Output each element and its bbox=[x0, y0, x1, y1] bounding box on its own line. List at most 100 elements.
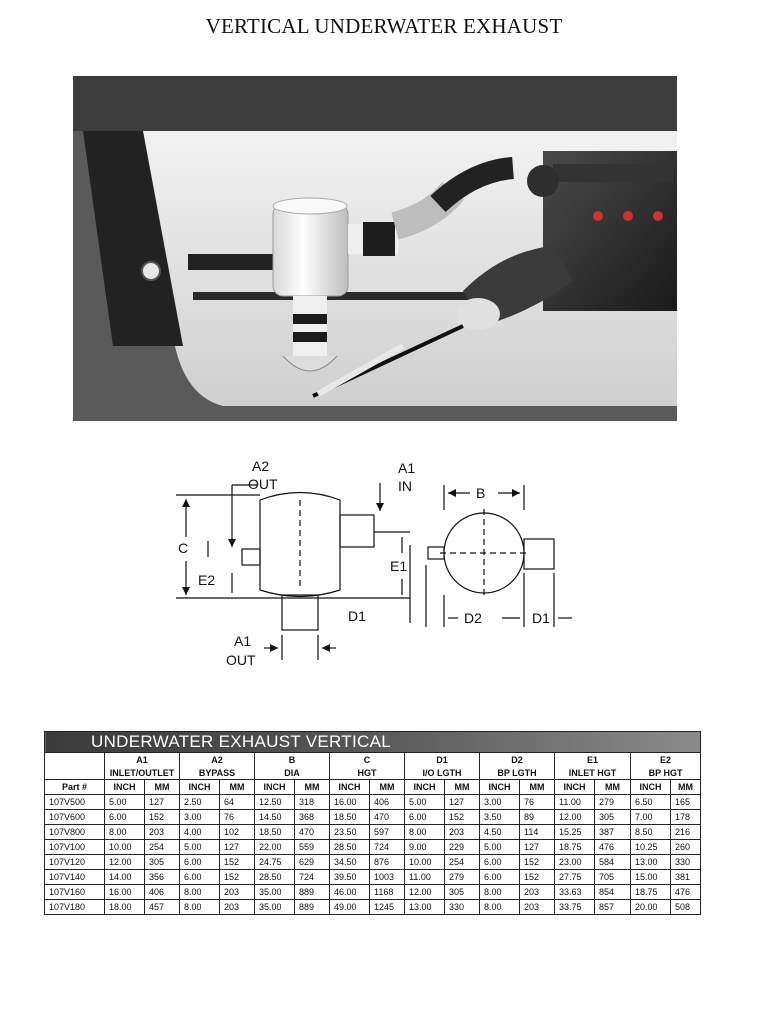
table-cell: 10.00 bbox=[104, 839, 145, 855]
group-header-cell: E2 bbox=[629, 752, 702, 766]
part-number-cell: 107V100 bbox=[44, 839, 105, 855]
table-cell: 8.00 bbox=[179, 899, 220, 915]
unit-cell: MM bbox=[219, 779, 255, 795]
table-cell: 18.00 bbox=[104, 899, 145, 915]
dimension-diagram: A2 OUT A1 IN C E2 E1 D1 A1 OUT B D2 D1 bbox=[176, 458, 572, 668]
table-cell: 14.00 bbox=[104, 869, 145, 885]
unit-cell: INCH bbox=[479, 779, 520, 795]
unit-cell: Part # bbox=[44, 779, 105, 795]
table-cell: 203 bbox=[519, 899, 555, 915]
table-cell: 13.00 bbox=[404, 899, 445, 915]
table-cell: 18.50 bbox=[254, 824, 295, 840]
table-cell: 5.00 bbox=[404, 794, 445, 810]
part-number-cell: 107V180 bbox=[44, 899, 105, 915]
table-cell: 1168 bbox=[369, 884, 405, 900]
table-cell: 33.75 bbox=[554, 899, 595, 915]
table-cell: 889 bbox=[294, 884, 330, 900]
subtitle-cell: BYPASS bbox=[179, 766, 255, 780]
table-cell: 152 bbox=[519, 854, 555, 870]
table-cell: 12.50 bbox=[254, 794, 295, 810]
table-cell: 64 bbox=[219, 794, 255, 810]
table-cell: 279 bbox=[444, 869, 480, 885]
table-cell: 152 bbox=[519, 869, 555, 885]
table-cell: 165 bbox=[669, 794, 702, 810]
unit-cell: MM bbox=[369, 779, 405, 795]
table-cell: 229 bbox=[444, 839, 480, 855]
table-cell: 8.00 bbox=[479, 884, 520, 900]
table-cell: 584 bbox=[594, 854, 631, 870]
subtitle-cell: I/O LGTH bbox=[404, 766, 480, 780]
table-cell: 476 bbox=[594, 839, 631, 855]
table-cell: 46.00 bbox=[329, 884, 370, 900]
table-cell: 15.00 bbox=[630, 869, 671, 885]
unit-cell: MM bbox=[294, 779, 330, 795]
table-cell: 39.50 bbox=[329, 869, 370, 885]
subtitle-cell bbox=[44, 766, 105, 780]
label-b: B bbox=[476, 485, 485, 501]
table-cell: 470 bbox=[369, 809, 405, 825]
label-d1-left: D1 bbox=[348, 608, 366, 624]
table-cell: 889 bbox=[294, 899, 330, 915]
group-header-cell: A1 bbox=[104, 752, 180, 766]
table-cell: 12.00 bbox=[404, 884, 445, 900]
table-cell: 13.00 bbox=[630, 854, 671, 870]
table-cell: 1245 bbox=[369, 899, 405, 915]
unit-cell: MM bbox=[594, 779, 631, 795]
table-cell: 5.00 bbox=[479, 839, 520, 855]
table-cell: 6.00 bbox=[104, 809, 145, 825]
page-title: VERTICAL UNDERWATER EXHAUST bbox=[205, 14, 563, 38]
label-a1-out-sub: OUT bbox=[226, 652, 256, 668]
table-cell: 89 bbox=[519, 809, 555, 825]
unit-cell: INCH bbox=[630, 779, 671, 795]
table-cell: 368 bbox=[294, 809, 330, 825]
table-cell: 8.00 bbox=[104, 824, 145, 840]
label-a1-in: A1 bbox=[398, 460, 415, 476]
label-e2: E2 bbox=[198, 572, 215, 588]
part-number-cell: 107V120 bbox=[44, 854, 105, 870]
label-e1: E1 bbox=[390, 558, 407, 574]
table-cell: 152 bbox=[219, 854, 255, 870]
table-cell: 20.00 bbox=[630, 899, 671, 915]
table-cell: 8.00 bbox=[404, 824, 445, 840]
group-header-cell: E1 bbox=[554, 752, 631, 766]
table-cell: 4.50 bbox=[479, 824, 520, 840]
part-number-cell: 107V160 bbox=[44, 884, 105, 900]
table-cell: 559 bbox=[294, 839, 330, 855]
table-cell: 27.75 bbox=[554, 869, 595, 885]
table-cell: 6.50 bbox=[630, 794, 671, 810]
table-cell: 4.00 bbox=[179, 824, 220, 840]
table-cell: 127 bbox=[444, 794, 480, 810]
table-cell: 705 bbox=[594, 869, 631, 885]
table-cell: 23.50 bbox=[329, 824, 370, 840]
table-cell: 28.50 bbox=[254, 869, 295, 885]
part-number-cell: 107V500 bbox=[44, 794, 105, 810]
table-cell: 11.00 bbox=[404, 869, 445, 885]
table-cell: 76 bbox=[219, 809, 255, 825]
unit-cell: MM bbox=[669, 779, 702, 795]
label-d1-right: D1 bbox=[532, 610, 550, 626]
table-cell: 12.00 bbox=[104, 854, 145, 870]
table-cell: 127 bbox=[144, 794, 180, 810]
table-cell: 476 bbox=[669, 884, 702, 900]
table-cell: 15.25 bbox=[554, 824, 595, 840]
label-a1-in-sub: IN bbox=[398, 478, 412, 494]
table-cell: 203 bbox=[219, 899, 255, 915]
label-c: C bbox=[178, 540, 188, 556]
group-header-cell: B bbox=[254, 752, 330, 766]
table-cell: 6.00 bbox=[404, 809, 445, 825]
subtitle-cell: BP LGTH bbox=[479, 766, 555, 780]
table-cell: 7.00 bbox=[630, 809, 671, 825]
table-cell: 6.00 bbox=[479, 869, 520, 885]
table-cell: 8.50 bbox=[630, 824, 671, 840]
table-cell: 18.50 bbox=[329, 809, 370, 825]
table-cell: 14.50 bbox=[254, 809, 295, 825]
table-cell: 216 bbox=[669, 824, 702, 840]
table-cell: 876 bbox=[369, 854, 405, 870]
unit-cell: INCH bbox=[254, 779, 295, 795]
table-cell: 6.00 bbox=[179, 869, 220, 885]
table-cell: 5.00 bbox=[104, 794, 145, 810]
